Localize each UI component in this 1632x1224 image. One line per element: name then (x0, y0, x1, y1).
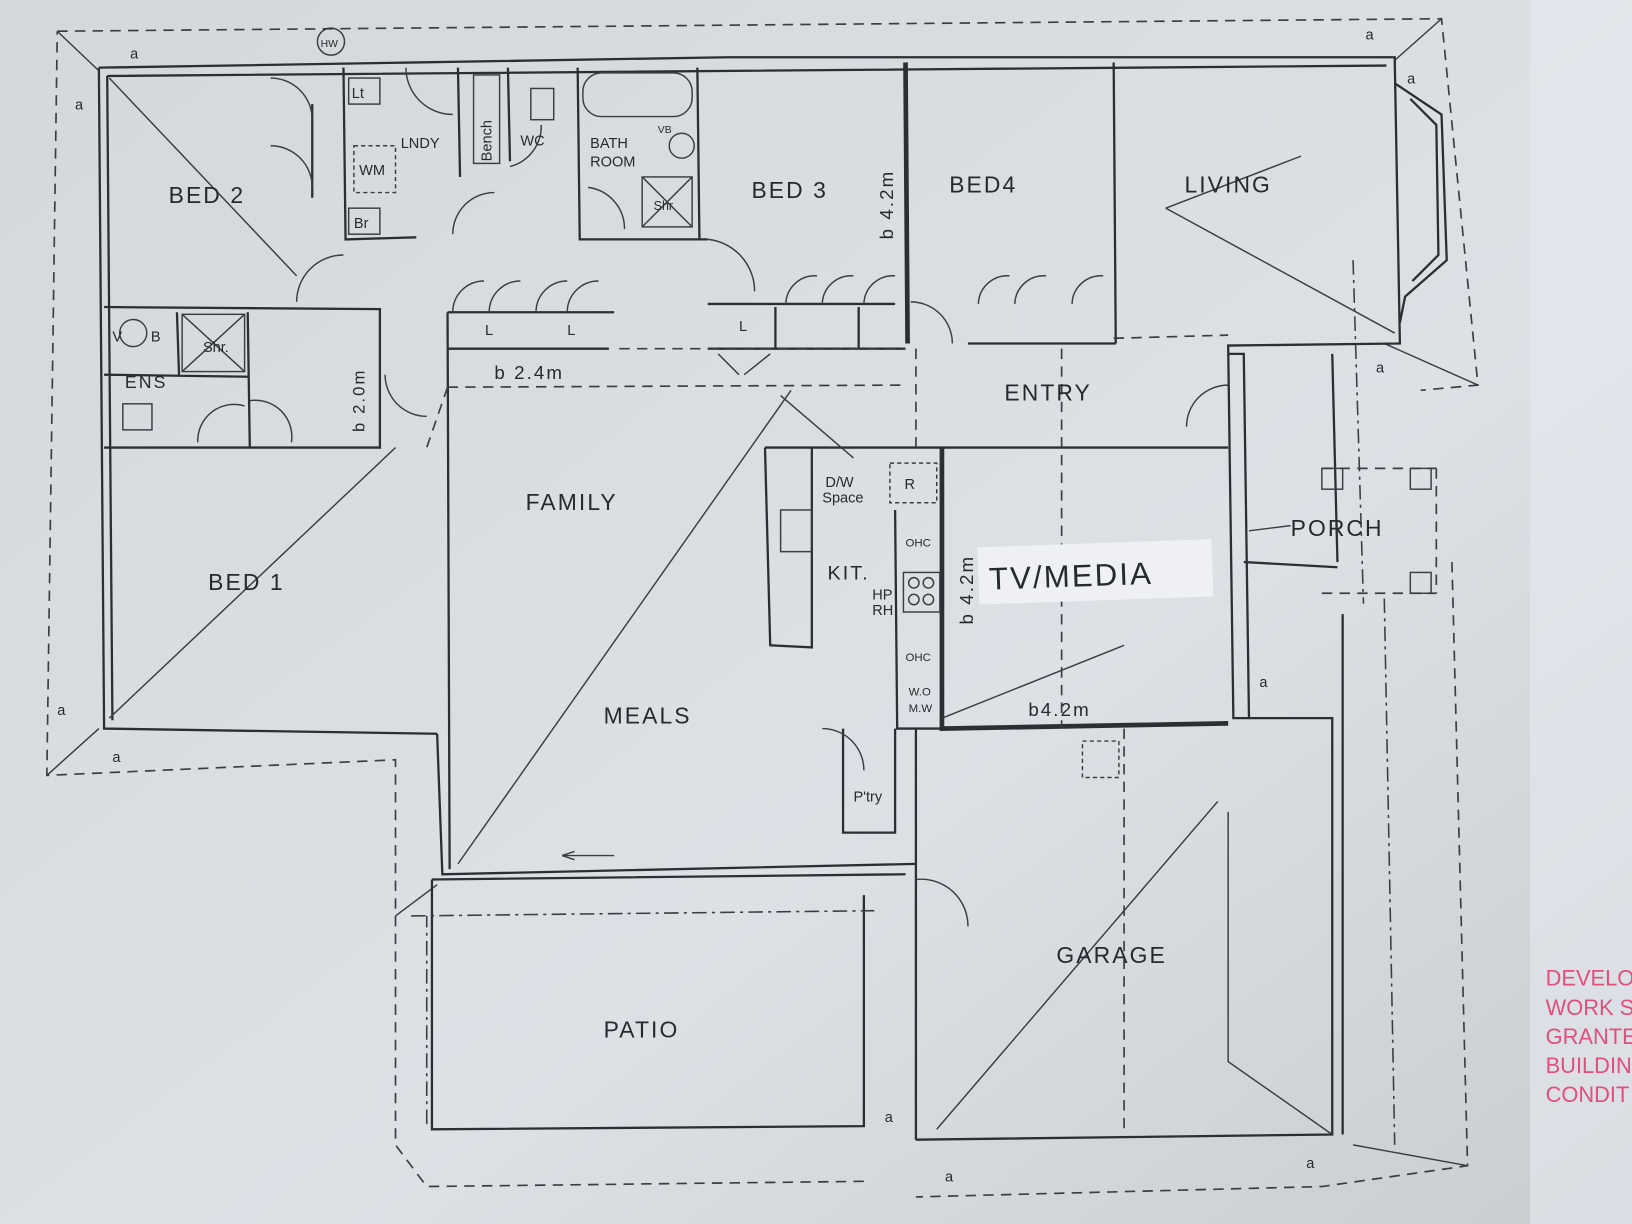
marker-a: a (112, 750, 121, 766)
door-swings (197, 67, 1291, 927)
marker-a: a (885, 1110, 894, 1126)
label-entry: ENTRY (1004, 380, 1092, 406)
label-room: ROOM (590, 155, 635, 171)
stamp-line: BUILDIN (1546, 1053, 1632, 1078)
label-patio: PATIO (604, 1017, 680, 1043)
label-linen-3: L (739, 319, 747, 335)
label-bath: BATH (590, 136, 628, 152)
tv-media-label-card (977, 539, 1214, 605)
dashed-lines (411, 260, 1438, 1145)
marker-a: a (1259, 675, 1268, 691)
label-rh: RH (872, 603, 893, 619)
fixtures (118, 27, 1432, 779)
label-linen-2: L (567, 323, 575, 339)
label-linen-1: L (485, 323, 493, 339)
label-bed1: BED 1 (208, 569, 285, 595)
dim-tv-bottom: b4.2m (1028, 699, 1090, 720)
label-hp: HP (872, 588, 892, 604)
label-mw: M.W (909, 703, 933, 715)
label-living: LIVING (1184, 172, 1272, 198)
label-garage: GARAGE (1056, 942, 1166, 968)
label-vb: VB (658, 125, 672, 136)
marker-a: a (945, 1169, 954, 1185)
label-br: Br (354, 216, 369, 232)
stamp-line: GRANTE (1546, 1024, 1632, 1049)
label-meals: MEALS (604, 702, 692, 728)
hip-lines (108, 77, 1396, 1136)
label-bed3: BED 3 (751, 177, 828, 203)
dimension-labels: b 4.2m b 2.4m b 2.0m b 4.2m b4.2m (349, 170, 1090, 720)
label-hw: HW (321, 39, 339, 50)
label-shr-bath: Shr (654, 199, 673, 213)
room-labels: BED 2 LNDY Bench WC BATH ROOM VB Shr BED… (112, 39, 1384, 1043)
label-ohc-2: OHC (906, 652, 931, 664)
label-lndy: LNDY (401, 136, 440, 152)
label-ohc-1: OHC (906, 537, 931, 549)
stamp-line: CONDIT (1546, 1082, 1630, 1107)
marker-a: a (75, 97, 84, 113)
label-pantry: P'try (853, 789, 882, 805)
marker-a: a (1366, 28, 1375, 44)
label-kit: KIT. (827, 563, 869, 585)
label-ens-b: B (151, 329, 161, 345)
label-bed2: BED 2 (169, 182, 246, 208)
approval-stamp: DEVELO WORK S GRANTE BUILDIN CONDIT (1546, 966, 1632, 1108)
label-dw-space: Space (822, 491, 863, 507)
label-bench: Bench (479, 120, 495, 161)
marker-a: a (1306, 1156, 1315, 1172)
stamp-line: WORK S (1546, 995, 1632, 1020)
internal-walls (104, 62, 1344, 1140)
label-ens-shr: Shr. (203, 340, 229, 356)
marker-a: a (130, 46, 139, 62)
label-ens-v: V (112, 329, 122, 345)
dim-robe: b 2.4m (494, 362, 564, 383)
corner-markers: a a a a a a a a a a a (57, 28, 1416, 1186)
stamp-line: DEVELO (1546, 966, 1632, 991)
marker-a: a (1376, 361, 1385, 377)
label-porch: PORCH (1291, 515, 1384, 541)
label-ens: ENS (125, 372, 168, 392)
label-wc: WC (520, 134, 544, 150)
label-tv-media: TV/MEDIA (988, 556, 1153, 597)
roof-outline (45, 17, 1479, 1198)
label-wo: W.O (909, 686, 931, 698)
dim-tv-side: b 4.2m (956, 555, 977, 625)
dim-ens-robe: b 2.0m (349, 369, 368, 432)
external-walls (97, 56, 1448, 1141)
label-lt: Lt (352, 86, 364, 102)
label-bed4: BED4 (949, 172, 1017, 198)
marker-a: a (57, 703, 66, 719)
label-dw: D/W (825, 475, 854, 491)
label-family: FAMILY (526, 489, 618, 515)
dim-bed3: b 4.2m (876, 170, 897, 240)
marker-a: a (1407, 71, 1416, 87)
label-wm: WM (359, 163, 385, 179)
label-fridge: R (904, 477, 915, 493)
